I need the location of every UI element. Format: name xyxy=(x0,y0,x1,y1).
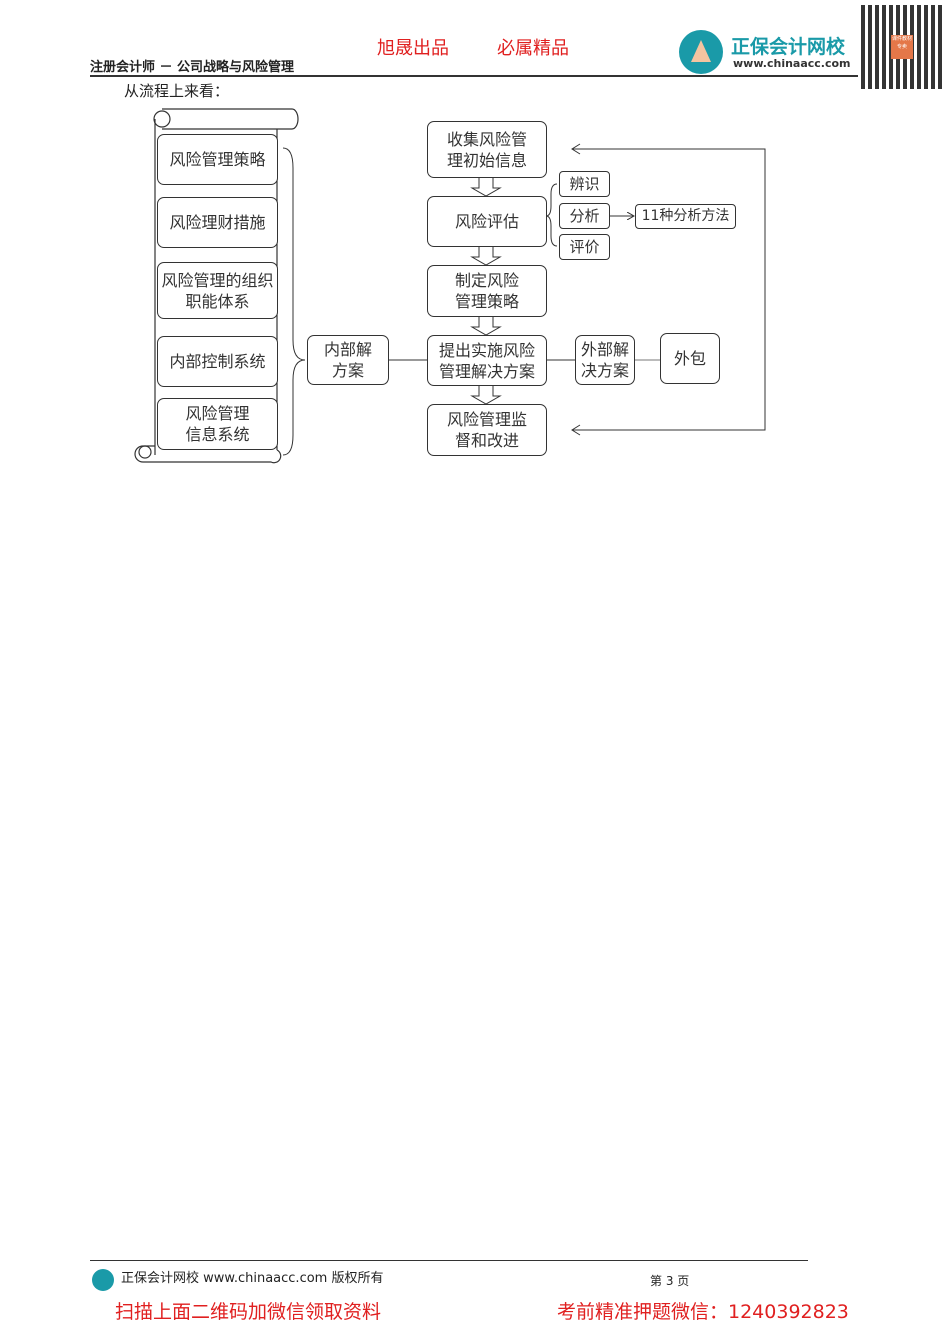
promo-left: 扫描上面二维码加微信领取资料 xyxy=(115,1301,382,1323)
assessment-part: 辨识 xyxy=(559,171,610,197)
down-arrows xyxy=(470,177,502,405)
logo-url: www.chinaacc.com xyxy=(733,57,851,70)
slogan-left: 旭晟出品 xyxy=(377,38,449,59)
step-box: 提出实施风险管理解决方案 xyxy=(427,335,547,386)
scroll-item: 风险管理策略 xyxy=(157,134,278,185)
logo-name: 正保会计网校 xyxy=(731,36,846,58)
scroll-item: 内部控制系统 xyxy=(157,336,278,387)
assessment-part: 分析 xyxy=(559,203,610,229)
intro-text: 从流程上来看： xyxy=(124,82,230,100)
doc-title: 注册会计师 － 公司战略与风险管理 xyxy=(90,60,295,75)
assessment-brace xyxy=(545,183,558,247)
scroll-item: 风险管理信息系统 xyxy=(157,398,278,450)
assessment-part: 评价 xyxy=(559,234,610,260)
step-box: 风险管理监督和改进 xyxy=(427,404,547,456)
step-box: 风险评估 xyxy=(427,196,547,247)
qr-code: 课件教材专卖 xyxy=(861,5,945,89)
external-solution-box: 外部解决方案 xyxy=(575,335,635,385)
scroll-item: 风险管理的组织职能体系 xyxy=(157,262,278,319)
slogan-right: 必属精品 xyxy=(497,38,569,59)
feedback-arrowheads xyxy=(571,143,581,436)
qr-badge: 课件教材专卖 xyxy=(891,35,913,59)
footer-rule xyxy=(90,1260,808,1261)
analysis-methods-box: 11种分析方法 xyxy=(635,204,736,229)
outsourcing-box: 外包 xyxy=(660,333,720,384)
feedback-loop xyxy=(572,148,766,431)
header-rule xyxy=(90,75,858,77)
promo-right: 考前精准押题微信：1240392823 xyxy=(557,1301,849,1323)
internal-solution-box: 内部解方案 xyxy=(307,335,389,385)
left-brace xyxy=(282,147,306,456)
footer-logo-icon xyxy=(92,1269,114,1291)
step-box: 收集风险管理初始信息 xyxy=(427,121,547,178)
page-number: 第 3 页 xyxy=(650,1274,690,1288)
logo-icon xyxy=(679,30,723,74)
scroll-item: 风险理财措施 xyxy=(157,197,278,248)
step-box: 制定风险管理策略 xyxy=(427,265,547,317)
diagram-lines xyxy=(134,108,766,464)
footer-copyright: 正保会计网校 www.chinaacc.com 版权所有 xyxy=(121,1271,384,1286)
